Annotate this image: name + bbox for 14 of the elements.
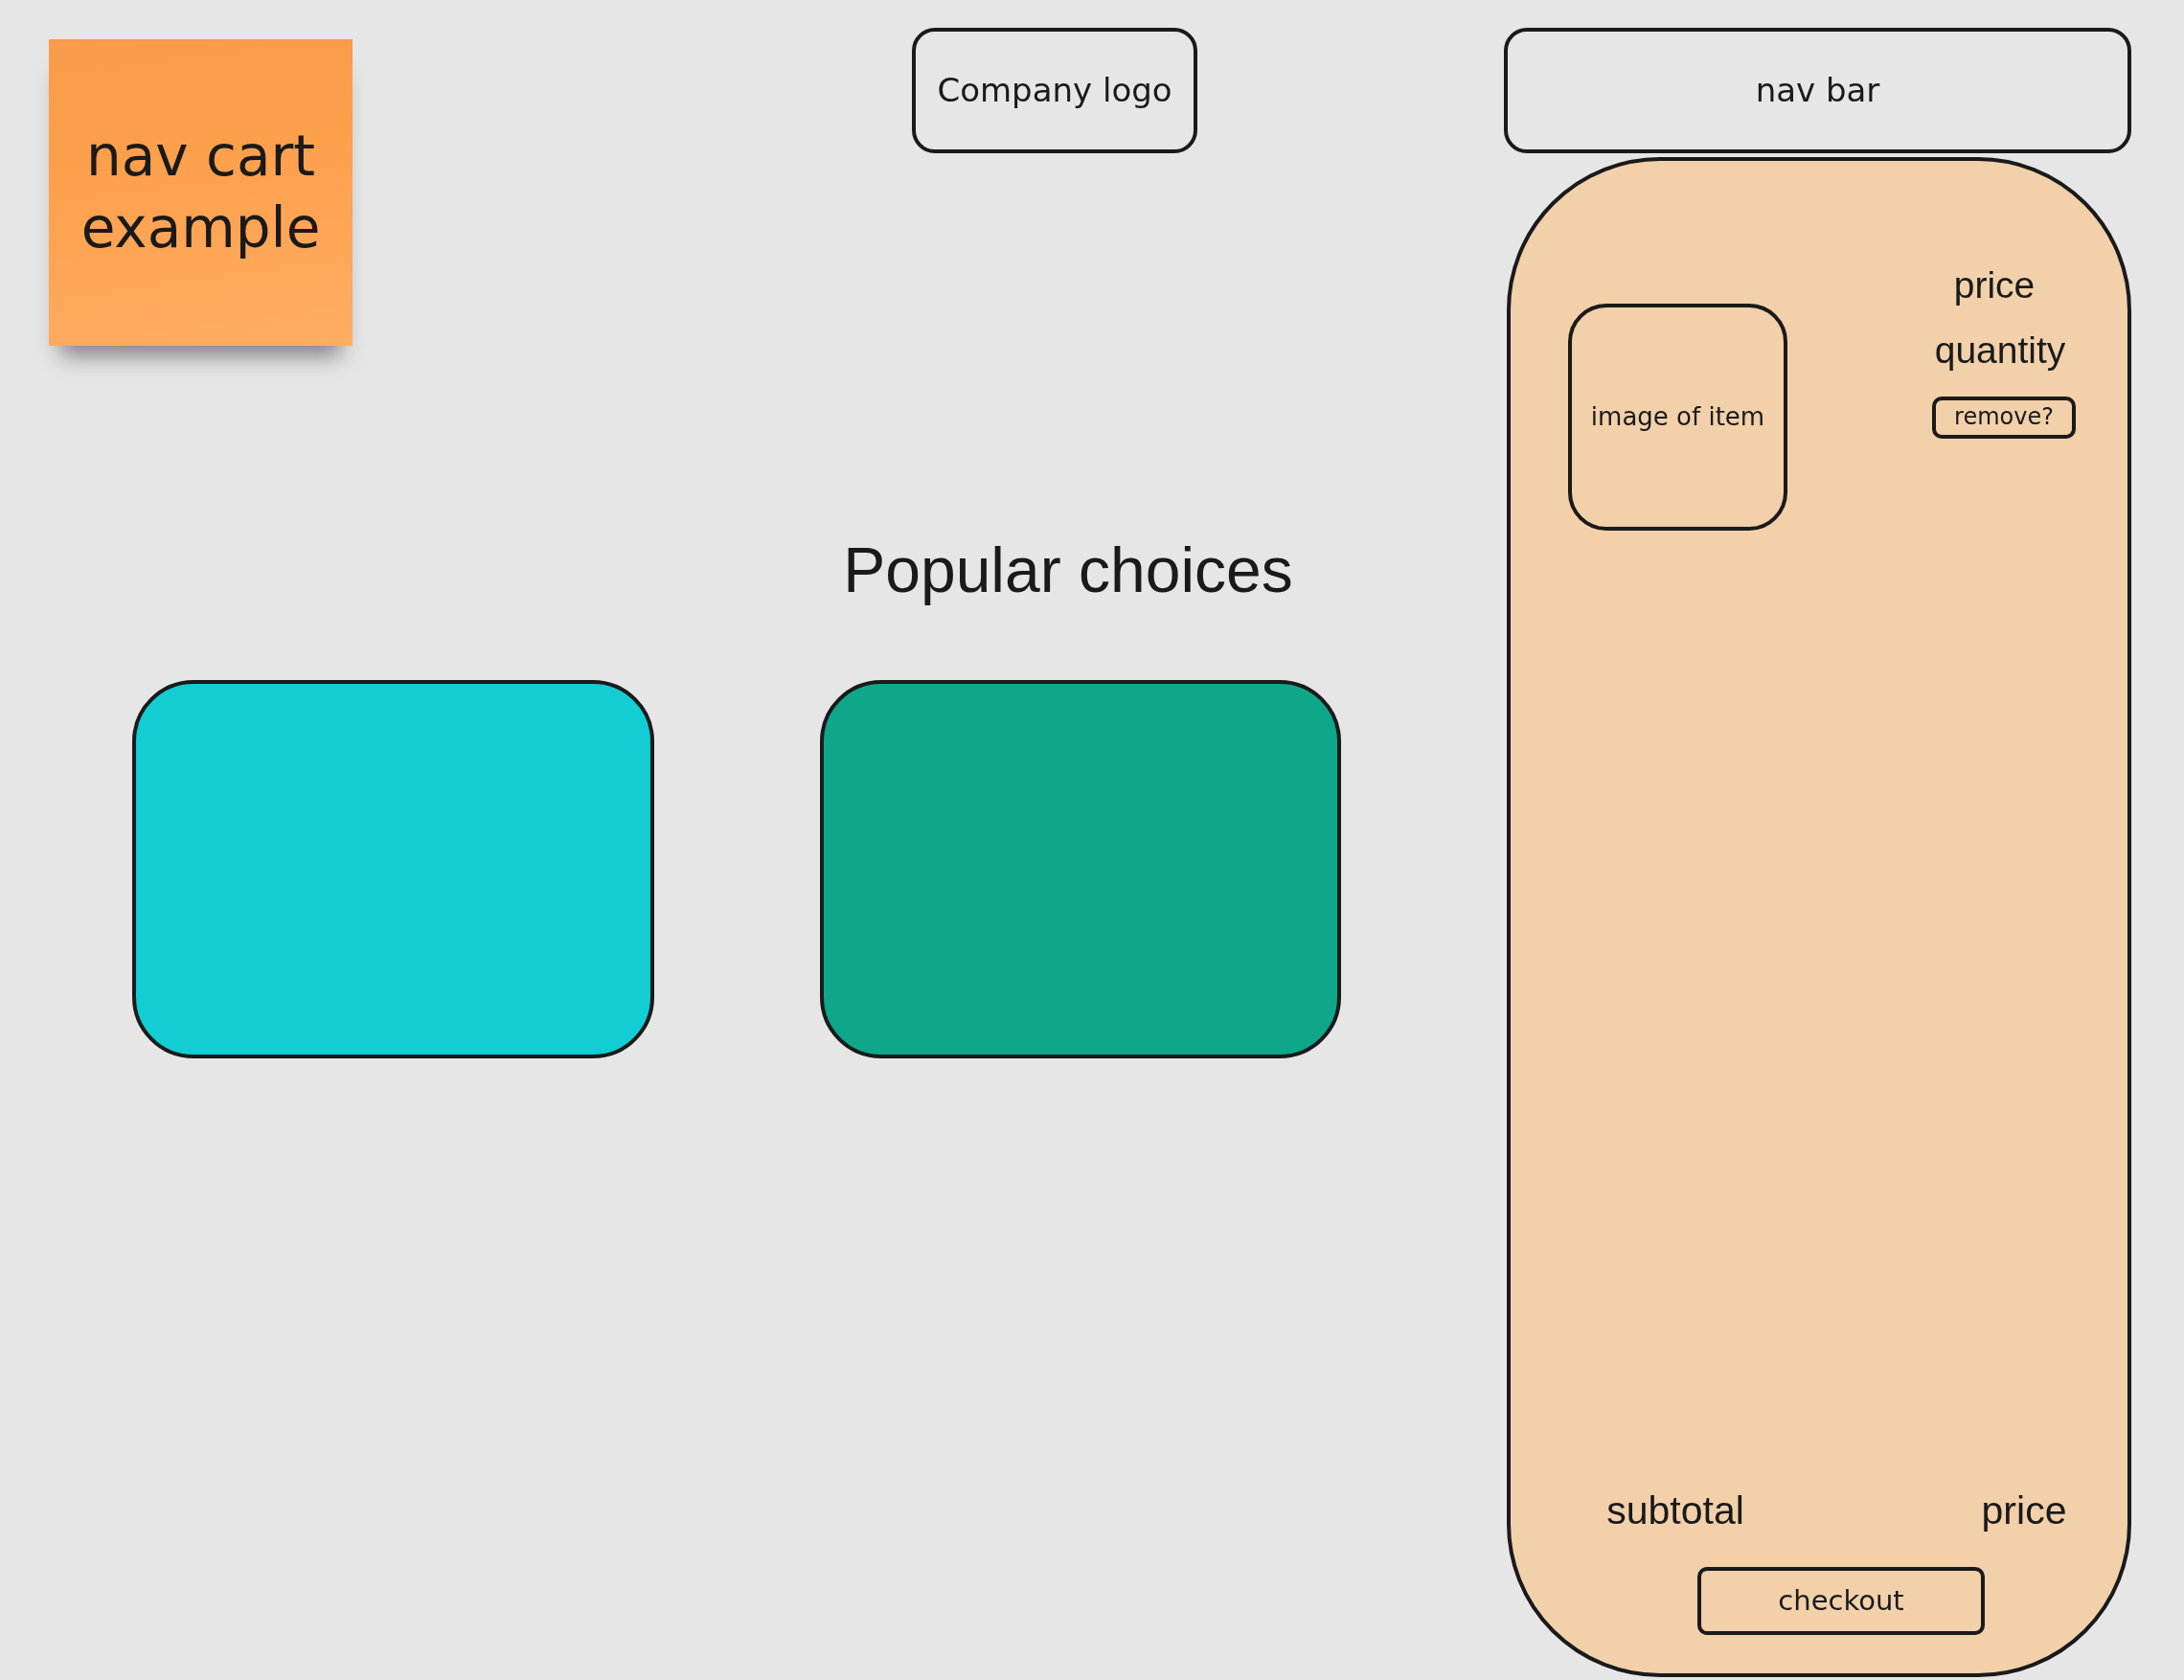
nav-bar: nav bar <box>1504 28 2131 153</box>
image-frame: image of item <box>1568 304 1787 531</box>
quantity-label: quantity <box>1934 329 2066 373</box>
header-placeholder-box: Company logo <box>912 28 1197 153</box>
price-label: price <box>1981 1488 2067 1534</box>
remove-button: remove? <box>1932 397 2076 439</box>
checkout-button: checkout <box>1697 1567 1985 1635</box>
cart-panel <box>1507 157 2131 1677</box>
subtotal-label: subtotal <box>1606 1488 1744 1534</box>
sticky-note: nav cart example <box>49 39 353 346</box>
product-card <box>820 680 1341 1058</box>
price-label: price <box>1953 263 2036 307</box>
product-card <box>132 680 654 1058</box>
section-heading: Popular choices <box>843 534 1293 607</box>
